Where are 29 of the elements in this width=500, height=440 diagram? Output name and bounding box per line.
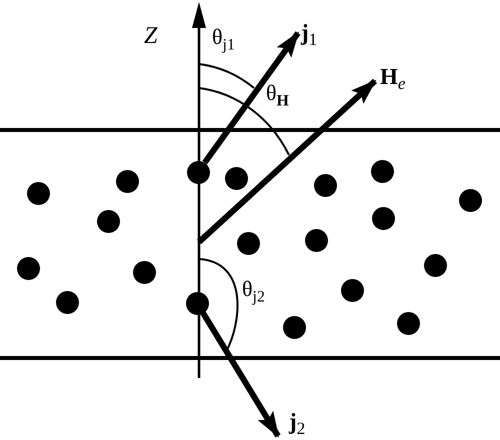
particle	[26, 182, 50, 204]
particle	[424, 254, 446, 276]
particle	[96, 210, 120, 232]
particle	[132, 260, 156, 284]
particle	[370, 160, 394, 182]
particle	[186, 292, 208, 314]
particle	[16, 256, 40, 280]
particle	[304, 228, 328, 252]
vector-arrow	[196, 78, 378, 244]
particle	[340, 278, 364, 302]
particle	[186, 160, 210, 184]
vector-label: H$_{e}$	[380, 65, 406, 92]
angle-label: θ$_{H}$	[266, 82, 289, 110]
angle-label: θ$_{j2}$	[242, 278, 265, 306]
axis-label: Z	[144, 24, 158, 48]
angle-label: θ$_{j1}$	[212, 26, 235, 54]
particle	[56, 290, 78, 314]
vector-label: j$_{2}$	[289, 410, 306, 438]
vector-arrow	[200, 311, 281, 438]
particle	[282, 316, 306, 338]
particle	[372, 206, 394, 230]
vector-arrow	[202, 31, 300, 164]
particle	[458, 188, 482, 212]
particle	[396, 312, 420, 334]
vector-label: j$_{1}$	[301, 21, 318, 48]
particle	[224, 166, 248, 190]
particle	[116, 170, 138, 192]
particle	[314, 174, 336, 196]
particle	[236, 232, 260, 254]
